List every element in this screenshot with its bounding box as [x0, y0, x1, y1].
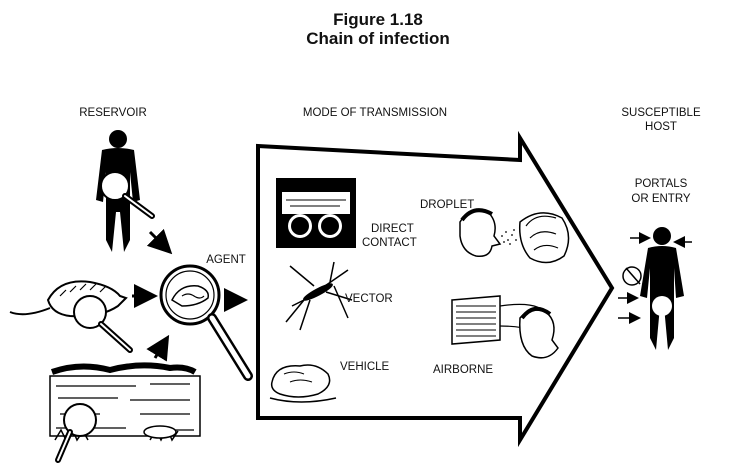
chicken-vehicle-icon — [269, 364, 337, 403]
reservoir-human-icon — [96, 130, 155, 252]
contact-label: CONTACT — [362, 237, 417, 249]
figure-number: Figure 1.18 — [333, 10, 423, 29]
arrow-water-to-agent — [146, 334, 170, 362]
airborne-vent-icon — [451, 295, 559, 359]
mode-of-transmission-label: MODE OF TRANSMISSION — [302, 107, 448, 119]
direct-label: DIRECT — [371, 223, 414, 235]
reservoir-water-icon — [49, 362, 201, 463]
direct-contact-icon — [276, 178, 356, 248]
vehicle-label: VEHICLE — [340, 361, 390, 373]
host-label: HOST — [645, 121, 677, 133]
droplet-faces-icon — [459, 208, 570, 264]
mosquito-vector-icon — [285, 261, 353, 331]
vector-label: VECTOR — [345, 293, 393, 305]
host-figure-icon — [622, 227, 684, 350]
airborne-label: AIRBORNE — [433, 364, 494, 376]
reservoir-label: RESERVOIR — [79, 107, 147, 119]
droplet-label: DROPLET — [420, 199, 475, 211]
portals-label: PORTALS — [634, 178, 688, 190]
or-entry-label: OR ENTRY — [631, 193, 691, 205]
susceptible-label: SUSCEPTIBLE — [621, 107, 701, 119]
figure-title: Chain of infection — [306, 29, 450, 48]
reservoir-rat-icon — [9, 280, 133, 353]
agent-magnifier-icon — [159, 264, 253, 381]
arrow-human-to-agent — [146, 228, 173, 255]
agent-label: AGENT — [206, 254, 246, 266]
